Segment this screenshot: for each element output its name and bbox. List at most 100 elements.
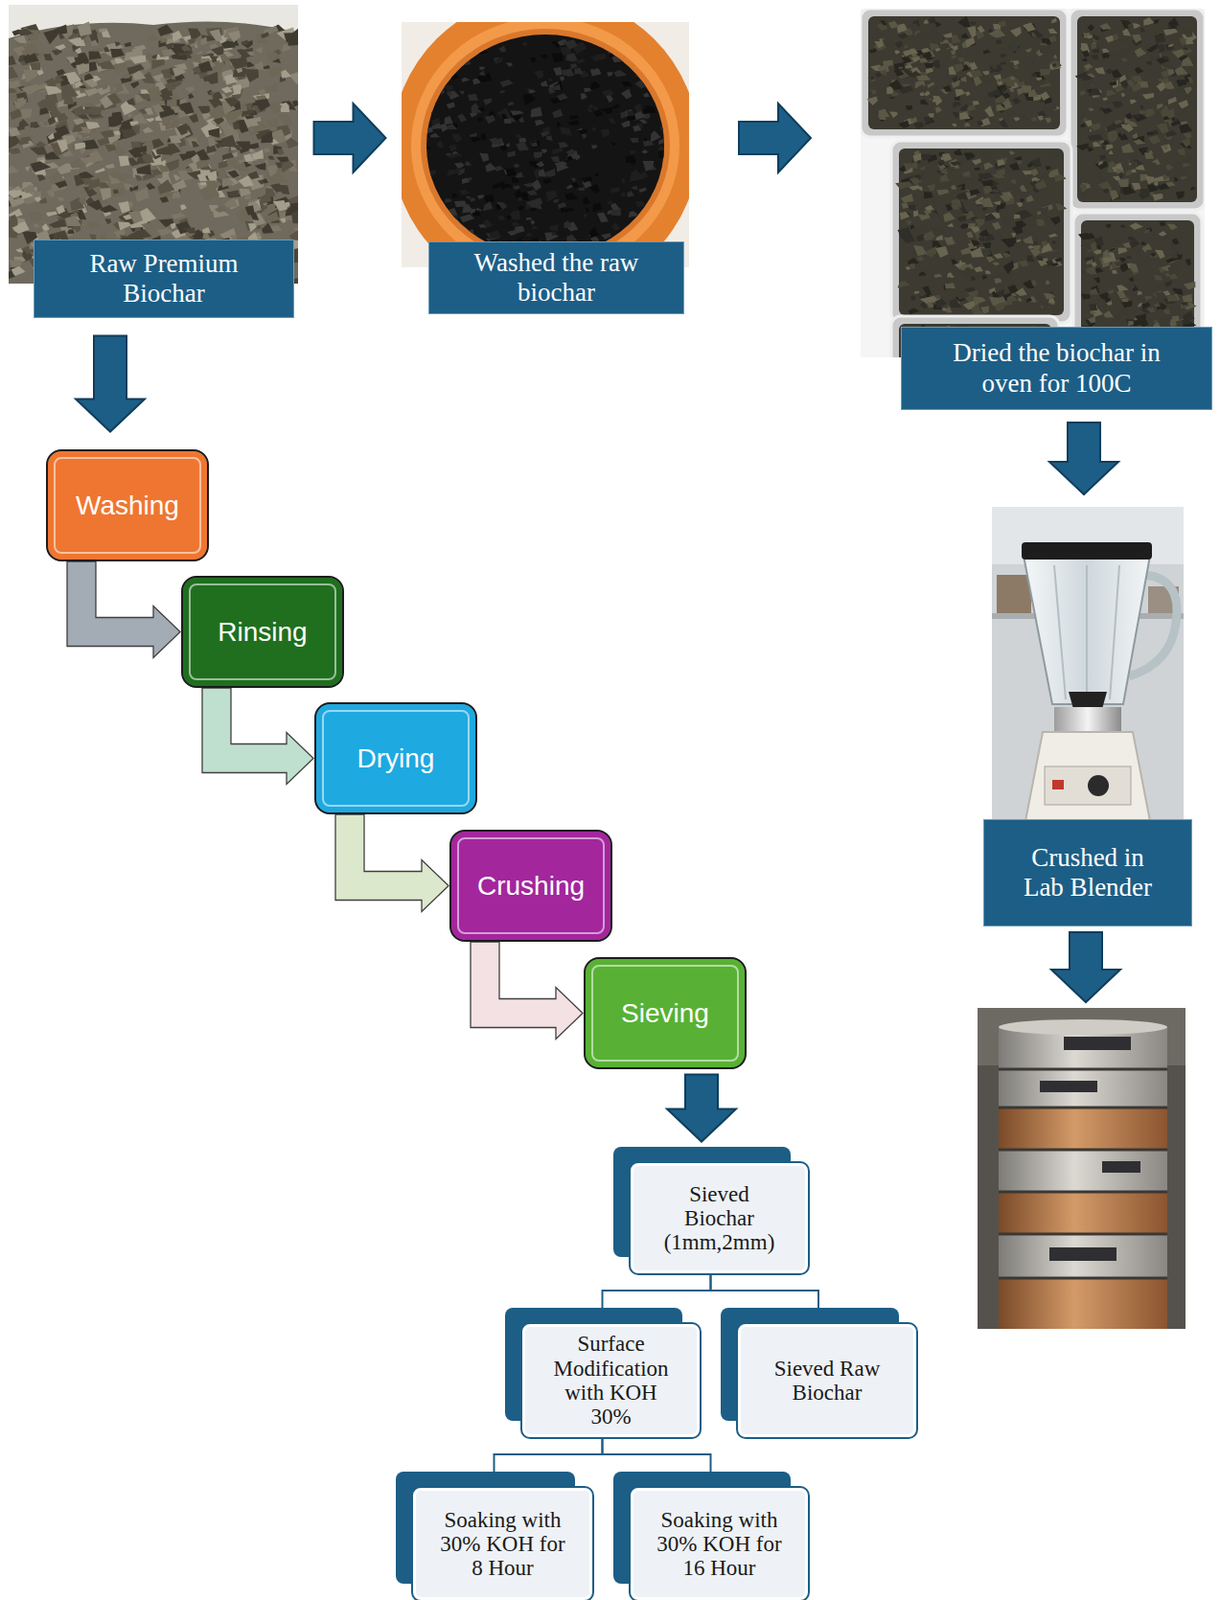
biochar-flake (254, 98, 271, 113)
biochar-flake (621, 81, 633, 88)
biochar-flake (634, 79, 645, 90)
biochar-flake (908, 263, 916, 270)
biochar-flake (659, 99, 669, 106)
biochar-flake (1121, 124, 1128, 130)
biochar-flake (120, 172, 131, 180)
biochar-flake (244, 115, 254, 119)
biochar-flake (423, 201, 438, 210)
biochar-flake (920, 99, 929, 106)
biochar-flake (204, 71, 219, 85)
biochar-flake (454, 162, 465, 170)
biochar-flake (118, 155, 131, 166)
biochar-flake (1174, 66, 1189, 76)
biochar-flake (484, 115, 496, 124)
biochar-flake (617, 37, 623, 44)
biochar-flake (965, 37, 975, 48)
biochar-flake (446, 91, 453, 96)
biochar-flake (504, 33, 508, 39)
biochar-flake (538, 168, 547, 178)
biochar-flake (498, 46, 507, 53)
biochar-flake (876, 23, 889, 32)
biochar-flake (1106, 158, 1116, 168)
biochar-flake (1036, 210, 1042, 215)
biochar-flake (1106, 90, 1117, 97)
biochar-flake (951, 34, 962, 45)
biochar-flake (1120, 79, 1129, 89)
biochar-flake (1091, 34, 1101, 41)
biochar-flake (952, 101, 962, 108)
biochar-flake (8, 88, 18, 93)
biochar-flake (266, 117, 280, 127)
biochar-flake (129, 55, 147, 65)
biochar-flake (1142, 102, 1149, 108)
biochar-flake (1185, 38, 1194, 45)
biochar-flake (556, 121, 562, 127)
biochar-flake (69, 159, 83, 169)
biochar-flake (293, 228, 299, 231)
biochar-flake (264, 148, 272, 154)
biochar-flake (130, 81, 140, 90)
biochar-flake (658, 138, 669, 145)
biochar-flake (958, 16, 971, 27)
biochar-flake (1145, 108, 1155, 118)
biochar-flake (930, 276, 936, 282)
biochar-flake (1090, 44, 1099, 50)
biochar-flake (1163, 28, 1178, 37)
biochar-flake (941, 43, 951, 49)
biochar-flake (261, 223, 275, 234)
biochar-flake (201, 113, 211, 120)
biochar-flake (115, 42, 121, 47)
biochar-flake (208, 104, 226, 119)
biochar-flake (567, 119, 579, 126)
biochar-flake (33, 224, 41, 229)
biochar-flake (993, 89, 1002, 97)
biochar-flake (200, 36, 208, 46)
biochar-flake (1149, 150, 1154, 155)
biochar-flake (452, 133, 462, 142)
biochar-flake (594, 109, 604, 117)
biochar-flake (1051, 18, 1058, 24)
biochar-flake (501, 114, 507, 119)
biochar-flake (517, 197, 524, 202)
biochar-flake (1117, 132, 1123, 138)
biochar-flake (626, 39, 637, 46)
biochar-flake (1108, 80, 1117, 87)
biochar-flake (1012, 97, 1022, 106)
biochar-flake (1031, 116, 1038, 122)
biochar-flake (452, 193, 458, 199)
biochar-flake (99, 187, 112, 201)
biochar-flake (611, 53, 623, 63)
biochar-flake (227, 169, 240, 178)
biochar-flake (1099, 23, 1111, 30)
biochar-flake (424, 42, 433, 49)
biochar-flake (988, 28, 993, 34)
biochar-flake (8, 271, 16, 279)
biochar-flake (996, 21, 1007, 28)
biochar-flake (430, 133, 440, 139)
biochar-flake (1081, 123, 1086, 129)
biochar-flake (627, 115, 637, 121)
biochar-flake (1025, 47, 1033, 53)
biochar-flake (930, 33, 944, 45)
biochar-flake (1108, 190, 1119, 202)
biochar-flake (104, 162, 116, 169)
biochar-flake (505, 31, 515, 39)
biochar-flake (157, 228, 174, 236)
biochar-flake (221, 86, 233, 93)
biochar-flake (608, 117, 616, 124)
biochar-flake (614, 42, 622, 47)
biochar-flake (232, 68, 246, 78)
biochar-flake (530, 139, 540, 149)
biochar-flake (558, 141, 570, 149)
biochar-flake (897, 66, 904, 70)
biochar-flake (953, 63, 965, 73)
biochar-flake (40, 197, 48, 205)
biochar-flake (888, 79, 903, 91)
biochar-flake (233, 143, 242, 151)
biochar-flake (555, 163, 569, 173)
biochar-flake (142, 126, 155, 134)
biochar-flakes (1075, 17, 1198, 203)
biochar-flake (51, 48, 64, 56)
biochar-flake (278, 102, 289, 108)
